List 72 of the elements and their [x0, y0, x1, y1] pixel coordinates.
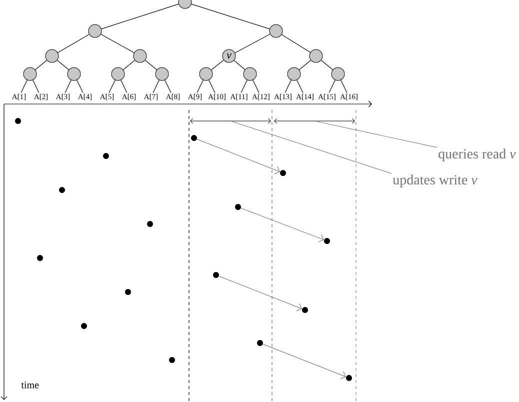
tree-edge — [58, 34, 90, 53]
tree-edge — [108, 80, 116, 93]
annotation: updates write v — [392, 174, 478, 188]
tree-node — [269, 24, 283, 38]
tree-node — [67, 67, 81, 81]
point — [103, 153, 109, 159]
tree-edge — [320, 60, 334, 70]
tree-node — [45, 49, 59, 63]
point — [213, 272, 219, 278]
tree-edge — [296, 80, 304, 93]
tree-node — [88, 24, 102, 38]
tree-edge — [152, 80, 160, 93]
tree-node — [199, 67, 213, 81]
point — [81, 323, 87, 329]
axis-label: time — [21, 382, 39, 388]
point — [125, 289, 131, 295]
tree-edge — [100, 34, 134, 54]
range-bracket — [274, 118, 355, 124]
point — [37, 255, 43, 261]
tree-edge — [120, 80, 128, 93]
arrow — [240, 208, 324, 242]
tree-edge — [281, 34, 311, 53]
point — [191, 135, 197, 141]
tree-node — [23, 67, 37, 81]
range-bracket — [190, 118, 271, 124]
point — [302, 307, 308, 313]
tree-edge — [101, 4, 179, 30]
tree-edge — [230, 120, 392, 174]
tree-edge — [20, 80, 28, 93]
tree-edge — [252, 80, 260, 93]
tree-node — [111, 67, 125, 81]
point — [324, 238, 330, 244]
tree-edge — [164, 80, 172, 93]
point — [59, 187, 65, 193]
tree-edge — [64, 80, 72, 93]
tree-node — [243, 67, 257, 81]
arrow — [262, 344, 346, 380]
tree-edge — [196, 80, 204, 93]
point — [257, 340, 263, 346]
tree-edge — [314, 120, 438, 148]
tree-edge — [340, 80, 348, 93]
tree-edge — [56, 60, 70, 70]
arrow — [196, 138, 280, 174]
tree-node — [331, 67, 345, 81]
point — [169, 357, 175, 363]
point — [15, 118, 21, 124]
tree-node — [155, 67, 169, 81]
point — [280, 170, 286, 176]
point — [235, 204, 241, 210]
tree-edge — [34, 60, 48, 70]
tree-edge — [298, 60, 312, 70]
point — [346, 375, 352, 381]
tree-edge — [211, 60, 224, 70]
tree-edge — [240, 80, 248, 93]
tree-node — [178, 0, 192, 9]
arrow — [218, 276, 302, 312]
tree-edge — [144, 60, 158, 70]
tree-node — [309, 49, 323, 63]
tree-node — [133, 49, 147, 63]
tree-edge — [32, 80, 40, 93]
tree-edge — [284, 80, 292, 93]
tree-edge — [76, 80, 84, 93]
tree-edge — [234, 60, 246, 70]
tree-edge — [208, 80, 216, 93]
point — [147, 221, 153, 227]
tree-edge — [122, 60, 136, 70]
tree-edge — [191, 4, 270, 30]
tree-node: v — [222, 49, 236, 63]
tree-node — [287, 67, 301, 81]
tree-edge — [328, 80, 336, 93]
annotation: queries read v — [438, 148, 516, 162]
tree-edge — [234, 34, 270, 54]
